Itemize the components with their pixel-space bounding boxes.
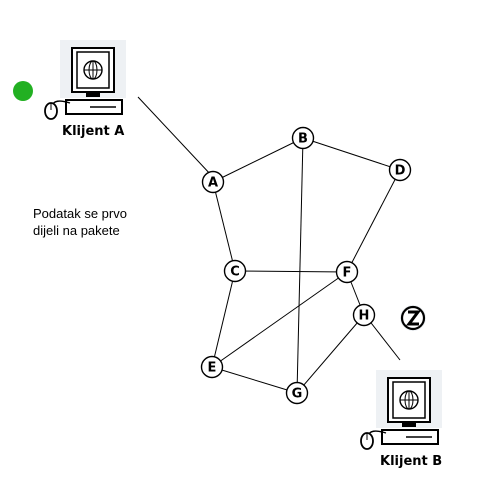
client-a-label: Klijent A (62, 124, 124, 139)
node-label: A (208, 176, 218, 191)
link-a-b (212, 137, 304, 183)
link-a-c (212, 181, 236, 272)
client-a-link (137, 96, 213, 177)
link-g-h (296, 314, 365, 394)
client-b-label: Klijent B (380, 454, 442, 469)
client-b[interactable]: Klijent B (360, 370, 442, 469)
link-e-g (211, 366, 298, 394)
link-c-f (234, 270, 348, 273)
client-a[interactable]: Klijent A (44, 40, 126, 139)
node-circle (291, 126, 315, 150)
status-dot (13, 81, 33, 101)
node-circle (200, 355, 224, 379)
link-c-e (211, 270, 236, 368)
node-label: F (343, 266, 352, 281)
network-nodes: A B C D E F G H (200, 126, 412, 405)
link-b-d (302, 137, 401, 171)
node-circle (335, 260, 359, 284)
node-circle (352, 303, 376, 327)
node-label: B (298, 132, 308, 147)
node-circle (201, 170, 225, 194)
note-line-1: Podatak se prvo (33, 206, 127, 221)
note-line-2: dijeli na pakete (33, 223, 120, 238)
network-links (211, 137, 401, 394)
node-circle (388, 158, 412, 182)
client-b-link (367, 318, 401, 361)
link-b-g (296, 137, 304, 394)
node-circle (223, 259, 247, 283)
data-packet-icon (400, 305, 426, 331)
node-label: D (395, 164, 406, 179)
node-label: H (359, 309, 370, 324)
node-c[interactable]: C (223, 259, 247, 283)
note-text: Podatak se prvo dijeli na pakete (33, 205, 173, 239)
node-b[interactable]: B (291, 126, 315, 150)
node-h[interactable]: H (352, 303, 376, 327)
node-circle (285, 381, 309, 405)
link-f-e (211, 271, 348, 368)
node-g[interactable]: G (285, 381, 309, 405)
computer-icon (44, 40, 126, 120)
computer-icon (360, 370, 442, 450)
node-label: G (292, 387, 303, 402)
node-label: C (230, 265, 240, 280)
node-f[interactable]: F (335, 260, 359, 284)
node-d[interactable]: D (388, 158, 412, 182)
client-links (137, 96, 401, 361)
node-label: E (208, 361, 217, 376)
node-e[interactable]: E (200, 355, 224, 379)
link-d-f (346, 169, 401, 273)
node-a[interactable]: A (201, 170, 225, 194)
